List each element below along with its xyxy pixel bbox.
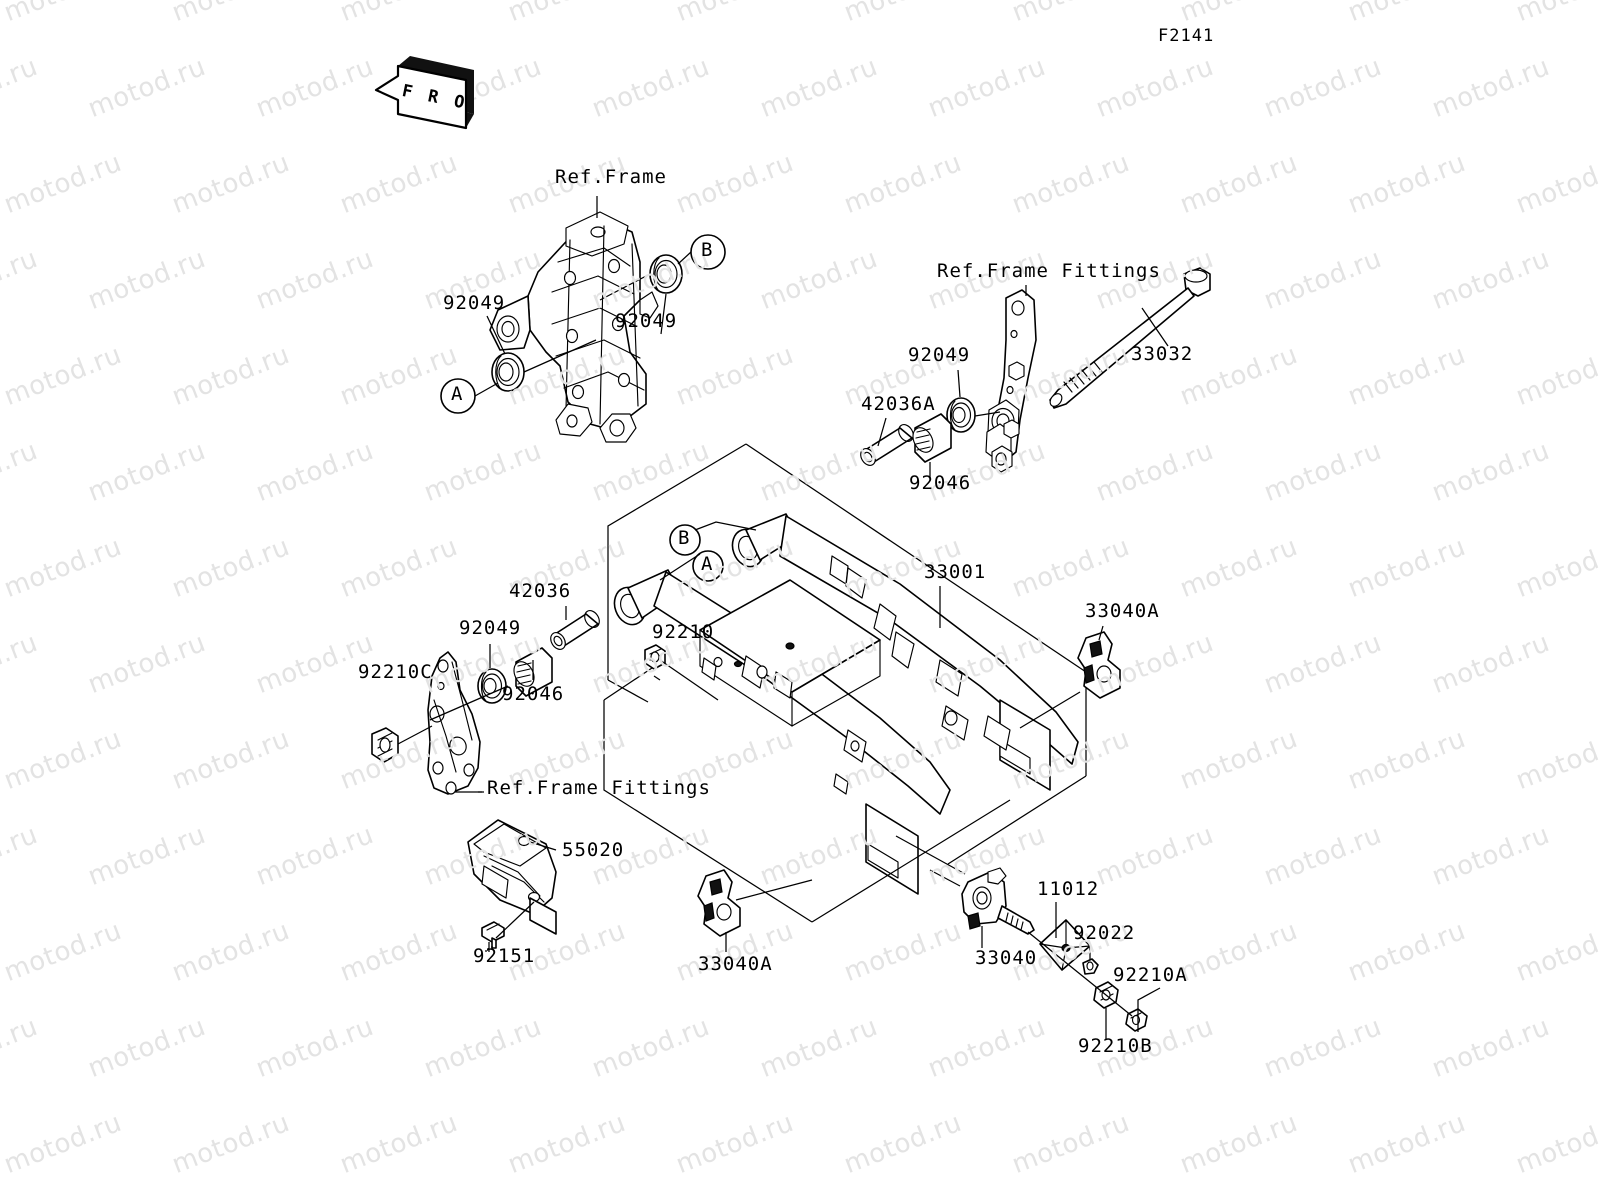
part-number-92210c: 92210C xyxy=(358,661,433,683)
callout-letter-callout-b-top: B xyxy=(701,239,714,261)
part-number-92046: 92046 xyxy=(909,472,972,494)
part-number-42036: 42036 xyxy=(509,580,572,602)
callout-letter-callout-b-swingarm: B xyxy=(678,527,691,549)
oil-seal-92049-right xyxy=(946,397,976,433)
needle-bearing-92046-left xyxy=(513,647,553,697)
part-number-42036a: 42036A xyxy=(861,393,936,415)
washer-92022 xyxy=(1082,958,1099,975)
page-code: F2141 xyxy=(1158,26,1215,46)
chain-guard-55020 xyxy=(467,819,557,935)
callout-circle-b-swingarm xyxy=(669,524,701,556)
callout-circle-a-swingarm xyxy=(692,550,724,582)
collar-42036A xyxy=(860,424,914,466)
part-number-55020: 55020 xyxy=(562,839,625,861)
collar-42036 xyxy=(550,610,600,650)
part-number-11012: 11012 xyxy=(1037,878,1100,900)
part-number-92151: 92151 xyxy=(473,945,536,967)
part-number-92049: 92049 xyxy=(908,344,971,366)
ref-frame-fittings-bracket-right xyxy=(985,289,1037,473)
front-direction-marker: F R O N T xyxy=(370,52,521,146)
group-label-ref-frame-fittings-left: Ref.Frame Fittings xyxy=(487,777,711,799)
oil-seal-92049-a xyxy=(491,352,525,392)
part-number-33040: 33040 xyxy=(975,947,1038,969)
bolt-92151 xyxy=(481,921,505,949)
part-number-92046: 92046 xyxy=(502,683,565,705)
part-number-92210: 92210 xyxy=(652,621,715,643)
part-number-92022: 92022 xyxy=(1073,922,1136,944)
nut-92210A xyxy=(1125,1008,1148,1032)
nut-92210C xyxy=(371,727,399,763)
part-number-33032: 33032 xyxy=(1131,343,1194,365)
ref-frame-bracket-assembly xyxy=(489,211,659,443)
part-number-92210b: 92210B xyxy=(1078,1035,1153,1057)
oil-seal-92049-left xyxy=(477,668,507,704)
group-label-ref-frame: Ref.Frame xyxy=(555,166,667,188)
pivot-shaft-33032 xyxy=(1049,267,1211,409)
part-number-33001: 33001 xyxy=(924,561,987,583)
callout-letter-callout-a-top: A xyxy=(451,383,464,405)
oil-seal-92049-b xyxy=(649,254,683,294)
part-number-92049: 92049 xyxy=(459,617,522,639)
part-number-33040a: 33040A xyxy=(698,953,773,975)
ref-frame-fittings-bracket-left xyxy=(427,651,481,795)
part-number-92049: 92049 xyxy=(443,292,506,314)
needle-bearing-92046-top xyxy=(912,413,952,463)
part-number-92049: 92049 xyxy=(615,310,678,332)
part-number-33040a: 33040A xyxy=(1085,600,1160,622)
chain-adjuster-bracket-33040A-bottom xyxy=(697,869,741,937)
nut-92210 xyxy=(644,644,666,670)
group-label-ref-frame-fittings-right: Ref.Frame Fittings xyxy=(937,260,1161,282)
part-number-92210a: 92210A xyxy=(1113,964,1188,986)
swingarm-33001 xyxy=(613,513,1079,895)
chain-adjuster-bracket-33040A-right xyxy=(1077,631,1121,699)
chain-adjuster-33040 xyxy=(961,867,1035,935)
callout-letter-callout-a-swingarm: A xyxy=(701,553,714,575)
